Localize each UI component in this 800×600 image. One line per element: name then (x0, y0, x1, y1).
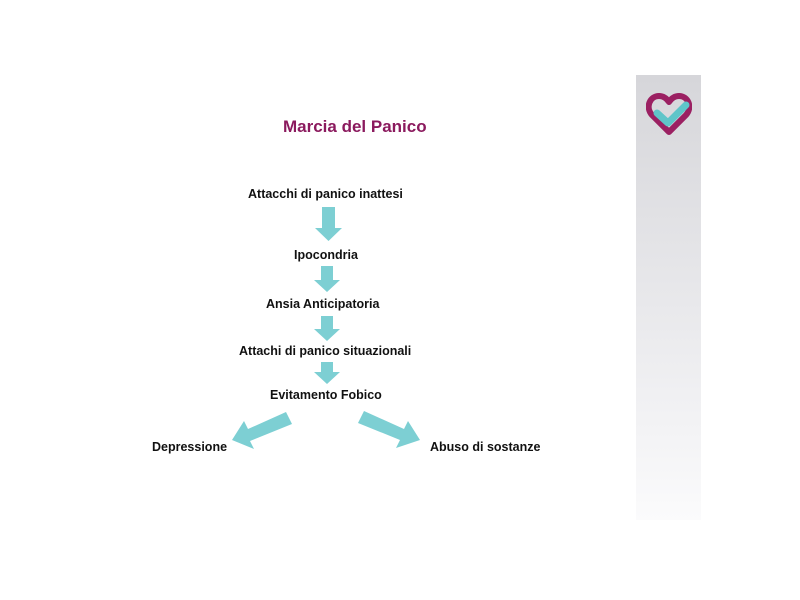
arrow-down-3 (314, 316, 340, 341)
heart-logo-icon (646, 93, 692, 135)
branch-abuso-sostanze: Abuso di sostanze (430, 440, 541, 454)
step-evitamento-fobico: Evitamento Fobico (270, 388, 382, 402)
step-ansia-anticipatoria: Ansia Anticipatoria (266, 297, 380, 311)
arrow-down-2 (314, 266, 340, 292)
arrow-branch-right (358, 411, 420, 448)
step-attacchi-inattesi: Attacchi di panico inattesi (248, 187, 403, 201)
arrow-branch-left (232, 412, 292, 449)
slide-title: Marcia del Panico (283, 117, 427, 136)
step-attachi-situazionali: Attachi di panico situazionali (239, 344, 412, 358)
branch-depressione: Depressione (152, 440, 228, 454)
arrow-down-4 (314, 362, 340, 384)
side-band (636, 75, 701, 520)
arrow-down-1 (315, 207, 342, 241)
step-ipocondria: Ipocondria (294, 248, 358, 262)
